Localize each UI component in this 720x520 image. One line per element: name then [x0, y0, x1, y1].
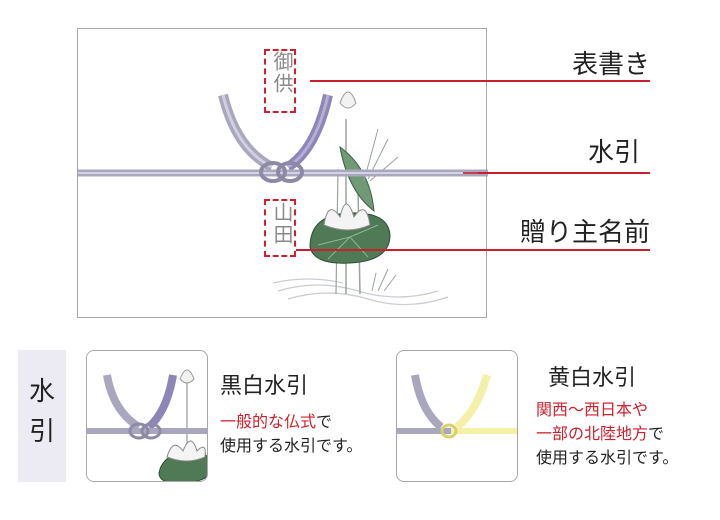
mizuhiki-knot-icon [440, 423, 458, 439]
section-tab-label: 水引 [18, 372, 66, 452]
kibyaku-desc-highlight-2: 一部の北陸地方 [536, 424, 649, 443]
kibyaku-mizuhiki-thumbnail [396, 350, 518, 482]
lotus-illustration-icon [158, 369, 207, 481]
omotegaki-label: 表書き [571, 50, 650, 80]
kibyaku-title: 黄白水引 [548, 366, 637, 391]
kokubyaku-mizuhiki-thumbnail [86, 350, 208, 482]
omotegaki-dashed-box [264, 49, 296, 113]
mizuhiki-pointer-line [478, 172, 650, 174]
mizuhiki-knot-icon [128, 422, 162, 440]
kibyaku-desc-line3: 使用する水引です。 [536, 448, 679, 467]
kokubyaku-desc-highlight: 一般的な仏式 [220, 412, 317, 431]
kokubyaku-desc-line2: 使用する水引です。 [220, 436, 363, 455]
koden-envelope: 御供 山田 [77, 28, 488, 318]
omotegaki-text: 御供 [270, 51, 294, 95]
sender-name-label: 贈り主名前 [519, 218, 650, 248]
sender-name-text: 山田 [270, 202, 294, 246]
section-tab-text: 水引 [29, 377, 56, 447]
kokubyaku-description: 一般的な仏式で 使用する水引です。 [220, 410, 362, 458]
mizuhiki-cords-icon [87, 374, 207, 434]
kibyaku-desc-highlight-1: 関西～西日本や [536, 400, 649, 419]
mizuhiki-knot-icon [259, 161, 304, 183]
mizuhiki-cords-icon [397, 373, 517, 434]
omotegaki-pointer-line [310, 80, 650, 82]
kokubyaku-title: 黒白水引 [220, 374, 309, 399]
kibyaku-illustration [397, 373, 517, 439]
mizuhiki-label: 水引 [587, 138, 640, 168]
kibyaku-desc-suffix: で [648, 424, 665, 443]
name-pointer-line [296, 249, 650, 251]
kokubyaku-illustration [87, 369, 207, 481]
kokubyaku-desc-suffix: で [316, 412, 333, 431]
kibyaku-description: 関西～西日本や 一部の北陸地方で 使用する水引です。 [536, 398, 678, 470]
name-dashed-box [264, 199, 296, 257]
section-tab: 水引 [18, 350, 66, 482]
